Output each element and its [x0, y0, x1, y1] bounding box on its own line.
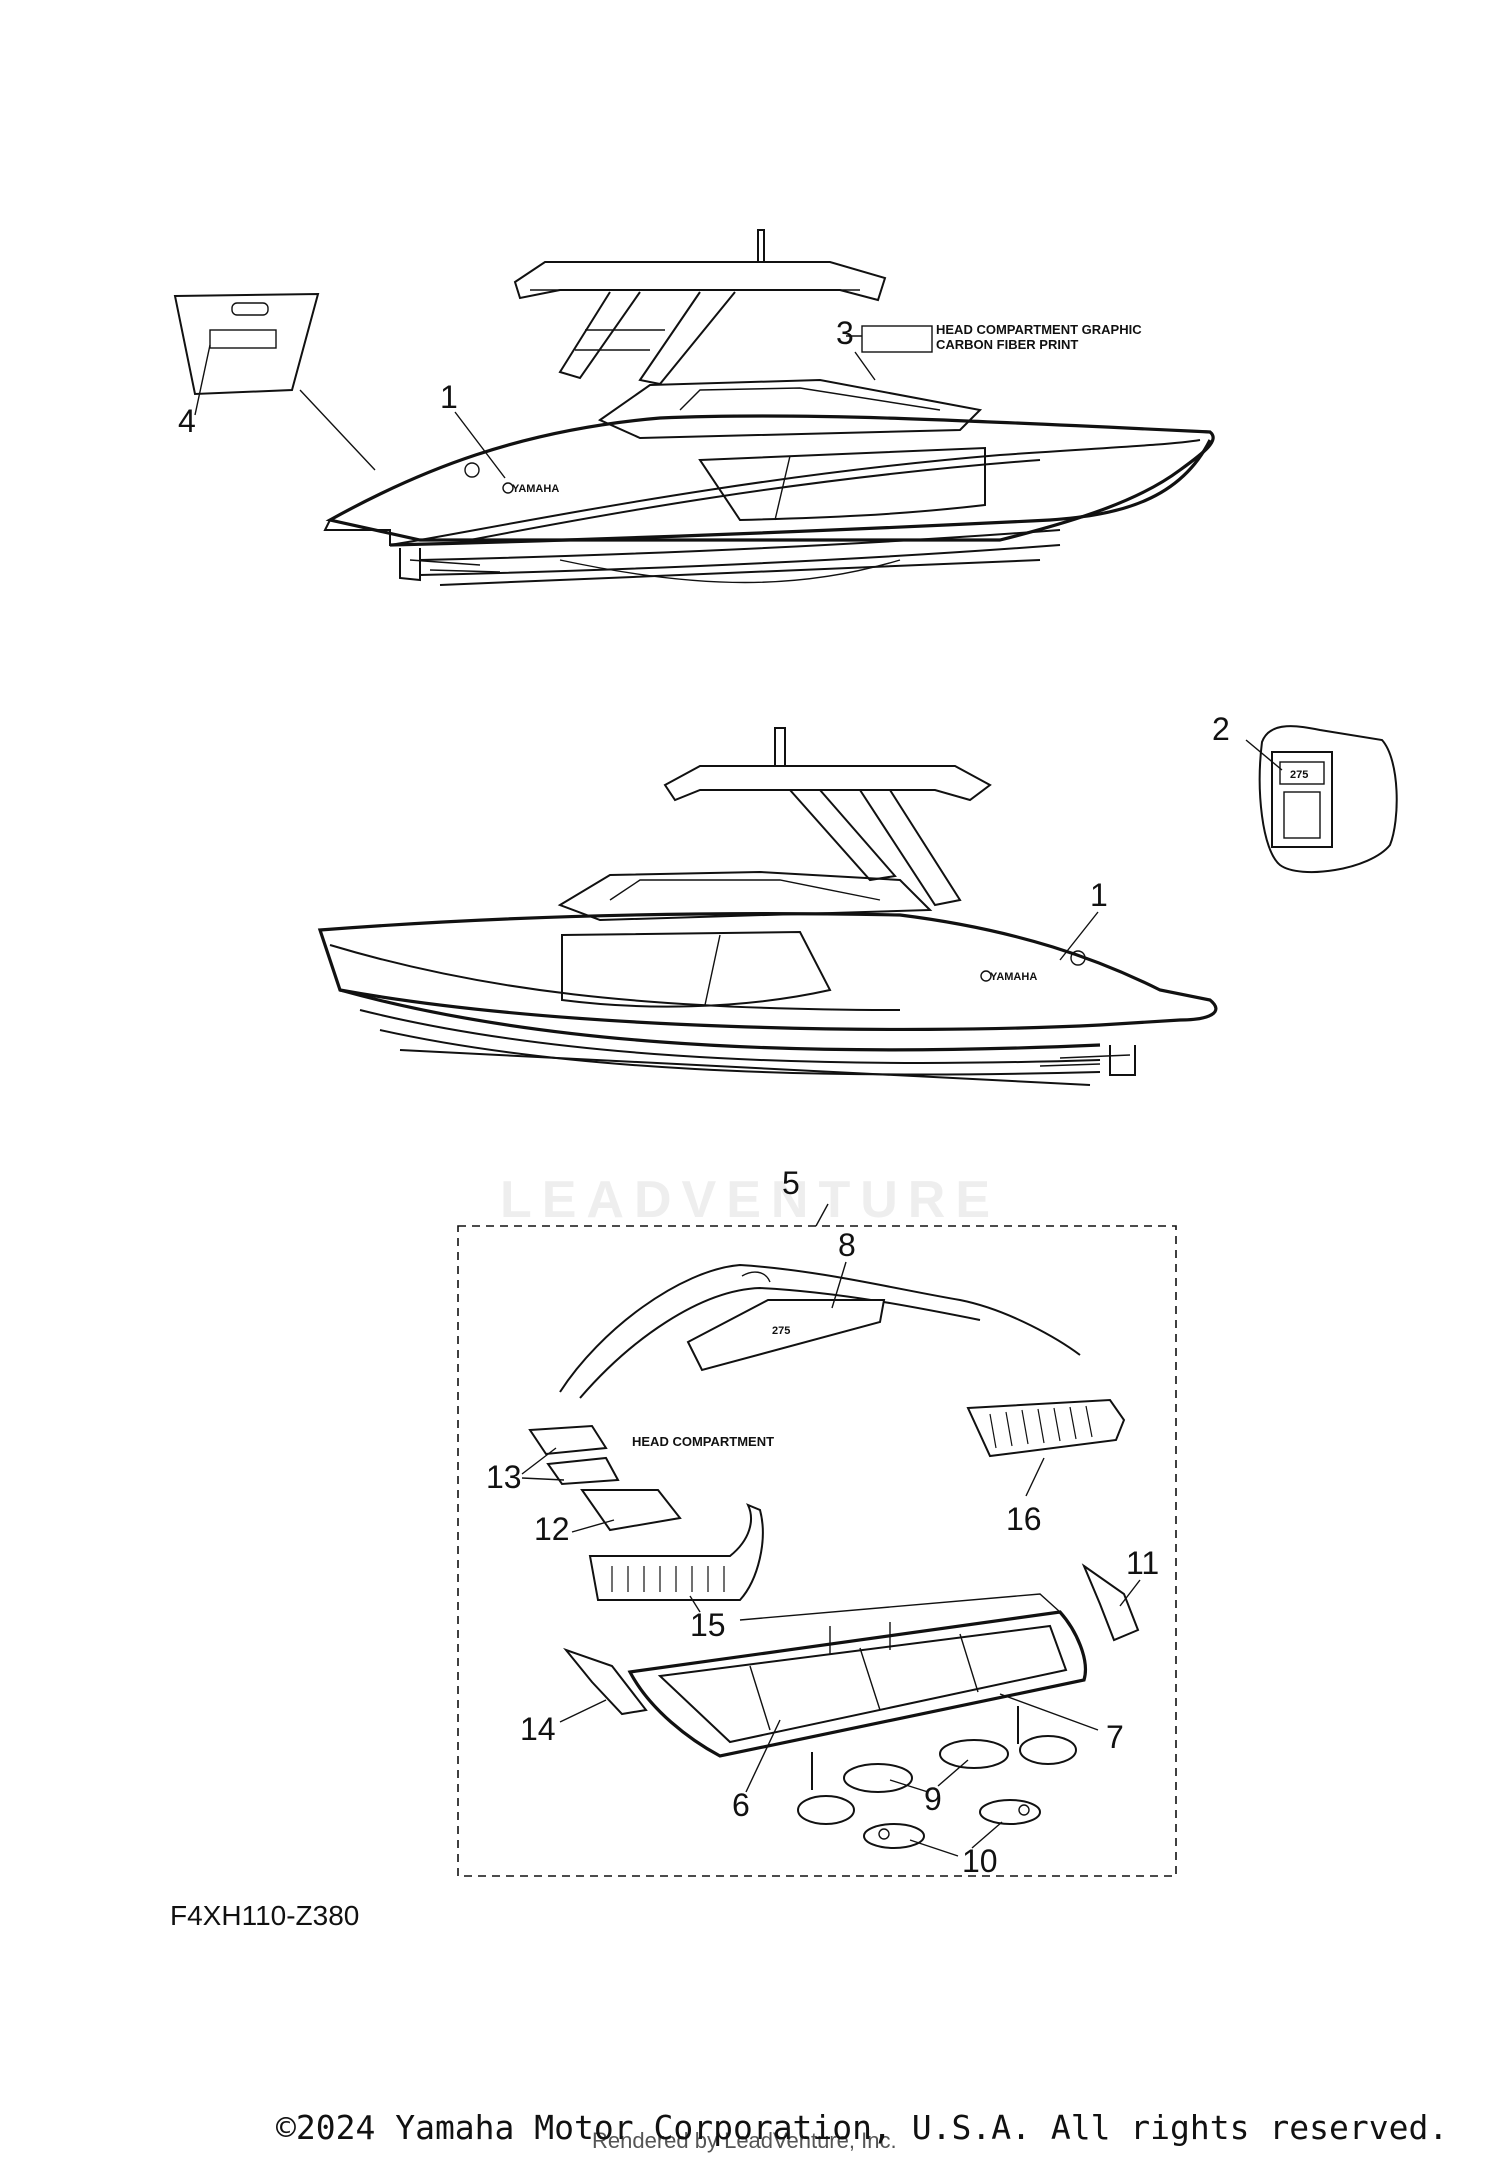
tower-badge-text: 275: [772, 1325, 790, 1337]
callout-1-middle: 1: [1090, 877, 1108, 913]
copyright-notice: ©2024 Yamaha Motor Corporation, U.S.A. A…: [276, 2108, 1449, 2147]
callout-1-top: 1: [440, 379, 458, 415]
callout-12: 12: [534, 1511, 570, 1547]
callout-9: 9: [924, 1781, 942, 1817]
callout-14: 14: [520, 1711, 556, 1747]
callout-16: 16: [1006, 1501, 1042, 1537]
callout-7: 7: [1106, 1719, 1124, 1755]
hull-brand-text: YAMAHA: [512, 483, 559, 495]
part-14-side-graphic: [563, 1647, 648, 1716]
watermark: LEADVENTURE: [499, 1171, 1001, 1229]
inset-badge-text: 275: [1290, 769, 1308, 781]
callout-5: 5: [782, 1165, 800, 1201]
rendered-by-credit: Rendered by LeadVenture, Inc.: [592, 2128, 897, 2153]
graphic-note-line2: CARBON FIBER PRINT: [936, 337, 1078, 352]
boat-side-view-middle: YAMAHA: [317, 727, 1218, 1086]
callout-10: 10: [962, 1843, 998, 1879]
callout-2: 2: [1212, 711, 1230, 747]
callout-15: 15: [690, 1607, 726, 1643]
graphic-note-line1: HEAD COMPARTMENT GRAPHIC: [936, 322, 1142, 337]
callout-6: 6: [732, 1787, 750, 1823]
callout-13: 13: [486, 1459, 522, 1495]
part-4-hatch-lid: [173, 292, 376, 471]
part-3-graphic-note: HEAD COMPARTMENT GRAPHIC CARBON FIBER PR…: [846, 322, 1142, 381]
part-12-plate: [580, 1489, 682, 1532]
callout-3: 3: [836, 315, 854, 351]
part-8-tower-graphic: 275: [559, 1263, 1081, 1399]
parts-9-10-lids: [797, 1706, 1077, 1849]
parts-6-7-deck-panel: [627, 1593, 1087, 1758]
head-compartment-label: HEAD COMPARTMENT: [632, 1434, 774, 1449]
part-11-side-graphic: [1081, 1563, 1140, 1642]
callout-8: 8: [838, 1227, 856, 1263]
part-15-vent-graphic: [588, 1503, 764, 1601]
callout-11: 11: [1126, 1545, 1159, 1581]
callout-4: 4: [178, 403, 196, 439]
part-2-inset: 275: [1245, 725, 1398, 874]
boat-side-view-top: YAMAHA: [323, 229, 1215, 586]
part-13-plates: [528, 1424, 620, 1486]
hull-brand-text-2: YAMAHA: [990, 971, 1037, 983]
drawing-code: F4XH110-Z380: [170, 1900, 360, 1931]
part-16-vent-graphic: [966, 1398, 1126, 1458]
kit-boundary: [457, 1225, 1177, 1877]
